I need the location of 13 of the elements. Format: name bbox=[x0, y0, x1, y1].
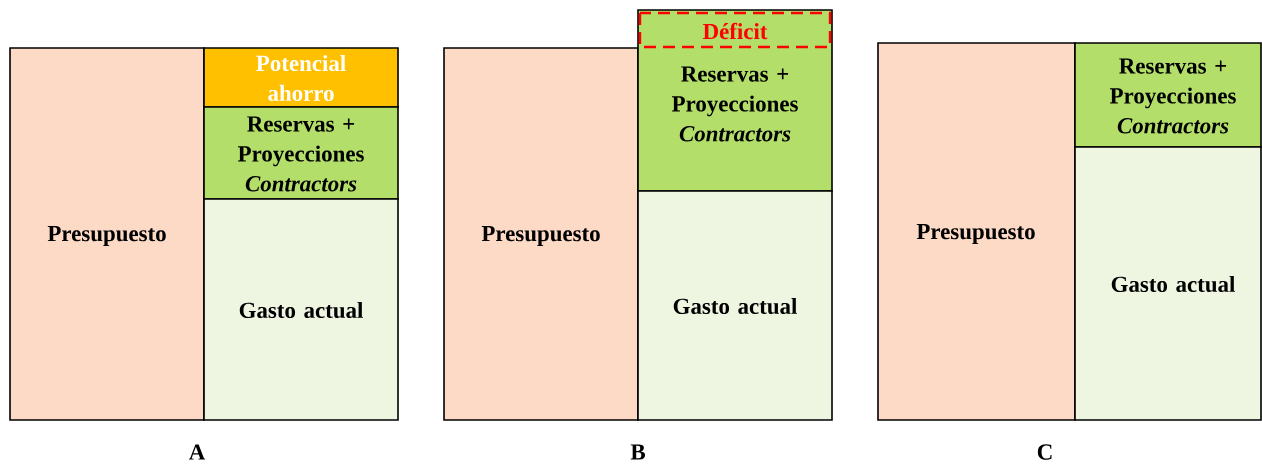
deficit-segment: Déficit bbox=[638, 11, 832, 49]
reserves-segment: Reservas + Proyecciones Contractors bbox=[1074, 42, 1262, 148]
panel-letter: A bbox=[188, 444, 206, 460]
panel-letter: B bbox=[630, 444, 645, 460]
budget-bar: Presupuesto bbox=[9, 47, 205, 421]
spending-segment: Gasto actual bbox=[1074, 146, 1262, 421]
spending-segment: Gasto actual bbox=[203, 198, 399, 421]
budget-bar: Presupuesto bbox=[877, 42, 1076, 421]
savings-segment: Potencial ahorro bbox=[203, 47, 399, 108]
reserves-segment: Reservas + Proyecciones Contractors bbox=[203, 106, 399, 200]
panel-letter: C bbox=[1037, 444, 1052, 460]
budget-bar: Presupuesto bbox=[443, 47, 639, 421]
spending-segment: Gasto actual bbox=[637, 190, 833, 421]
